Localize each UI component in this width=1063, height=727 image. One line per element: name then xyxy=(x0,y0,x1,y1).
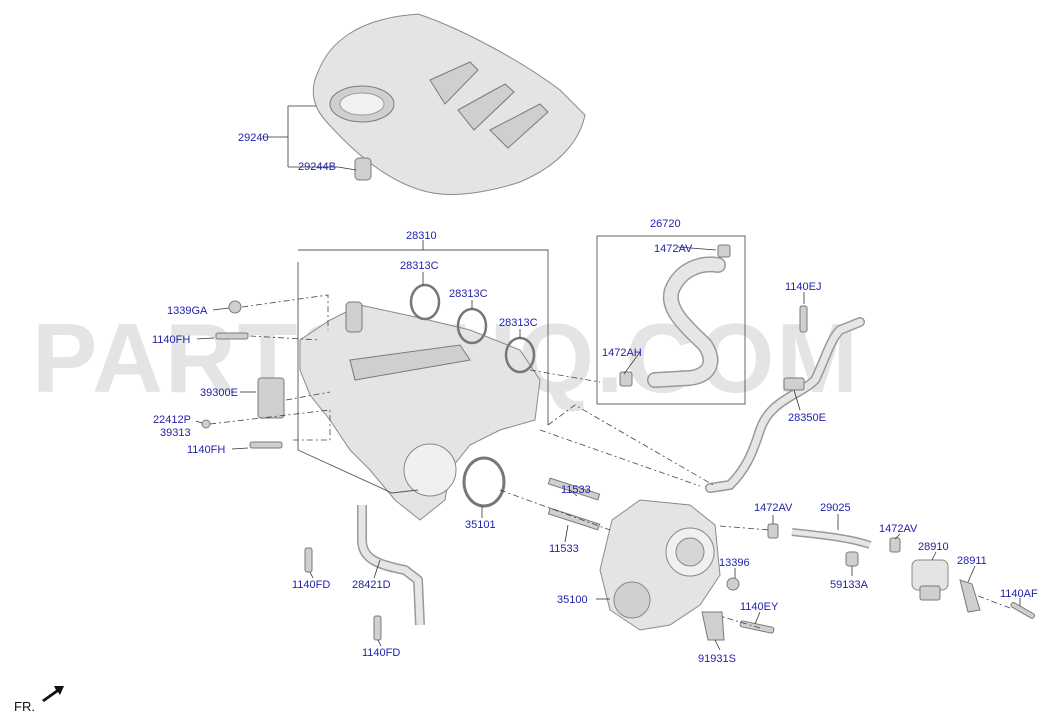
label-1472av-a[interactable]: 1472AV xyxy=(654,243,693,255)
front-direction-indicator: FR. xyxy=(14,686,64,714)
valve-bracket-28911 xyxy=(959,579,981,613)
pcv-hose xyxy=(647,256,726,388)
map-sensor xyxy=(257,377,285,419)
bolt-1140fh-upper xyxy=(215,332,249,340)
hose-clamp-1472av-c xyxy=(889,537,901,553)
engine-cover xyxy=(312,13,586,195)
purge-hose xyxy=(791,528,872,549)
purge-control-valve xyxy=(911,559,949,601)
label-1472ah[interactable]: 1472AH xyxy=(602,347,642,359)
label-39300e[interactable]: 39300E xyxy=(200,387,238,399)
label-1140fh-upper[interactable]: 1140FH xyxy=(152,334,190,346)
label-28910[interactable]: 28910 xyxy=(918,541,949,553)
label-22412p[interactable]: 22412P xyxy=(153,414,191,426)
label-11533-lower[interactable]: 11533 xyxy=(549,543,579,555)
nut-13396 xyxy=(726,577,740,591)
bolt-1140af xyxy=(1010,601,1036,619)
label-29244b[interactable]: 29244B xyxy=(298,161,336,173)
label-59133a[interactable]: 59133A xyxy=(830,579,869,591)
label-29025[interactable]: 29025 xyxy=(820,502,851,514)
intake-gasket-ring-1 xyxy=(409,283,441,321)
hose-clamp-1472av-b xyxy=(767,523,779,539)
label-26720[interactable]: 26720 xyxy=(650,218,681,230)
bracket-91931s xyxy=(701,611,725,641)
bolt-1140ej xyxy=(799,305,808,333)
assembly-lines xyxy=(209,294,1011,629)
label-28313c-a[interactable]: 28313C xyxy=(400,260,439,272)
hose-clamp-1472av xyxy=(717,244,731,258)
label-28310[interactable]: 28310 xyxy=(406,230,437,242)
leader-lines xyxy=(195,105,1021,651)
hose-group-box xyxy=(596,235,746,405)
label-28421d[interactable]: 28421D xyxy=(352,579,391,591)
label-1472av-b[interactable]: 1472AV xyxy=(754,502,793,514)
bolt-1140fh-lower xyxy=(249,441,283,449)
part-labels: 29240 29244B 28310 28313C 28313C 28313C … xyxy=(152,132,1038,665)
bolt-1140fd-lower xyxy=(373,615,382,641)
label-11533-upper[interactable]: 11533 xyxy=(561,484,591,496)
label-1140af[interactable]: 1140AF xyxy=(1000,588,1038,600)
manifold-bracket xyxy=(357,505,425,626)
throttle-body xyxy=(599,499,721,631)
arrow-icon xyxy=(42,686,64,702)
bolt-1339ga xyxy=(228,300,242,314)
label-28350e[interactable]: 28350E xyxy=(788,412,826,424)
label-1472av-c[interactable]: 1472AV xyxy=(879,523,918,535)
label-28313c-c[interactable]: 28313C xyxy=(499,317,538,329)
front-label: FR. xyxy=(14,699,35,714)
label-1140fd-lower[interactable]: 1140FD xyxy=(362,647,400,659)
label-91931s[interactable]: 91931S xyxy=(698,653,736,665)
label-28911[interactable]: 28911 xyxy=(957,555,987,567)
label-39313[interactable]: 39313 xyxy=(160,427,191,439)
stud-11533-lower xyxy=(547,507,601,531)
label-29240[interactable]: 29240 xyxy=(238,132,269,144)
label-13396[interactable]: 13396 xyxy=(719,557,750,569)
breather-pipe xyxy=(705,317,865,493)
stud-11533-upper xyxy=(547,477,601,501)
grommet xyxy=(354,157,372,181)
label-35100[interactable]: 35100 xyxy=(557,594,588,606)
label-28313c-b[interactable]: 28313C xyxy=(449,288,488,300)
intake-manifold xyxy=(299,301,541,521)
label-35101[interactable]: 35101 xyxy=(465,519,496,531)
label-1140fh-lower[interactable]: 1140FH xyxy=(187,444,225,456)
label-1140ej[interactable]: 1140EJ xyxy=(785,281,822,293)
damper-59133a xyxy=(845,551,859,567)
throttle-gasket-ring xyxy=(462,456,506,508)
label-1140ey[interactable]: 1140EY xyxy=(740,601,779,613)
label-1339ga[interactable]: 1339GA xyxy=(167,305,208,317)
bolt-22412p xyxy=(201,419,211,429)
hose-clamp-1472ah xyxy=(619,371,633,387)
manifold-group-box-left xyxy=(297,262,419,494)
bolt-1140fd-upper xyxy=(304,547,313,573)
label-1140fd-upper[interactable]: 1140FD xyxy=(292,579,330,591)
manifold-group-box-top xyxy=(298,249,549,425)
